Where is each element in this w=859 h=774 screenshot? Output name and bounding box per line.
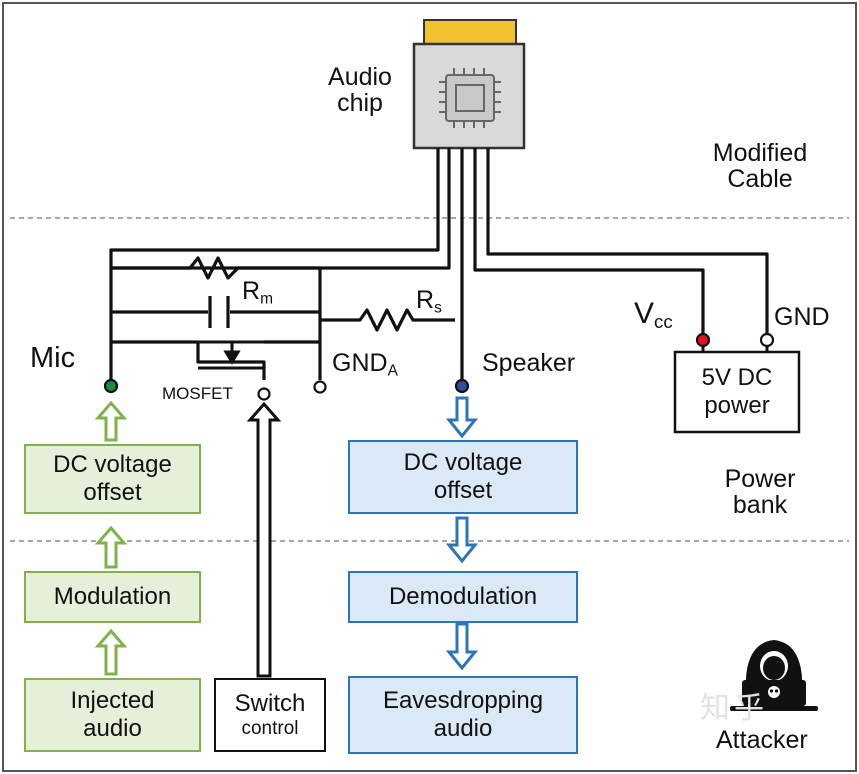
gnd-terminal: [759, 332, 775, 348]
rm-main: R: [242, 277, 261, 305]
spk-dc-offset-box: DC voltage offset: [348, 440, 578, 514]
power-supply-box: [673, 350, 801, 434]
green-arrows: [94, 400, 128, 676]
gnda-sub: A: [387, 362, 398, 380]
speaker-terminal: [454, 378, 470, 394]
demodulation-box: Demodulation: [348, 571, 578, 623]
power-supply-label: 5V DC power: [701, 363, 773, 419]
power-bank-label: Power bank: [724, 465, 796, 520]
switch-arrow: [246, 401, 282, 678]
switch-sub-label: control: [241, 717, 299, 739]
rs-sub: s: [434, 299, 442, 317]
rm-sub: m: [260, 290, 273, 308]
mic-label: Mic: [30, 342, 76, 374]
modulation-box: Modulation: [24, 571, 201, 623]
speaker-label: Speaker: [482, 349, 576, 377]
audio-chip: [412, 19, 526, 150]
vcc-main: V: [634, 297, 655, 330]
gnd-label: GND: [774, 303, 830, 331]
blue-arrows: [445, 396, 479, 671]
gnda-label: GNDA: [332, 350, 398, 380]
rs-main: R: [416, 286, 435, 314]
capacitor-rm: [208, 296, 230, 328]
watermark: 知乎: [700, 692, 768, 725]
vcc-sub: cc: [654, 311, 673, 333]
vcc-terminal: [695, 332, 711, 348]
attacker-label: Attacker: [716, 726, 808, 754]
modified-cable-label: Modified Cable: [712, 139, 808, 194]
injected-audio-box: Injected audio: [24, 678, 201, 752]
mosfet-symbol: [198, 340, 264, 370]
mic-dc-offset-box: DC voltage offset: [24, 444, 201, 514]
switch-main-label: Switch: [234, 689, 306, 717]
rs-label: Rs: [416, 287, 442, 317]
mosfet-label: MOSFET: [162, 384, 233, 403]
switch-terminal: [257, 387, 271, 401]
eavesdropping-audio-box: Eavesdropping audio: [348, 676, 578, 754]
audio-chip-label: Audio chip: [328, 63, 392, 118]
hacker-icon: [730, 640, 818, 711]
gnda-main: GND: [332, 349, 388, 377]
chip-icon: [439, 68, 501, 128]
vcc-label: Vcc: [634, 298, 673, 332]
circuit-wires: [109, 148, 769, 380]
rm-label: Rm: [242, 278, 273, 308]
gnda-terminal: [313, 380, 327, 394]
chip-connector: [423, 19, 517, 45]
switch-control-box: Switch control: [214, 678, 326, 752]
mic-terminal: [103, 378, 119, 394]
